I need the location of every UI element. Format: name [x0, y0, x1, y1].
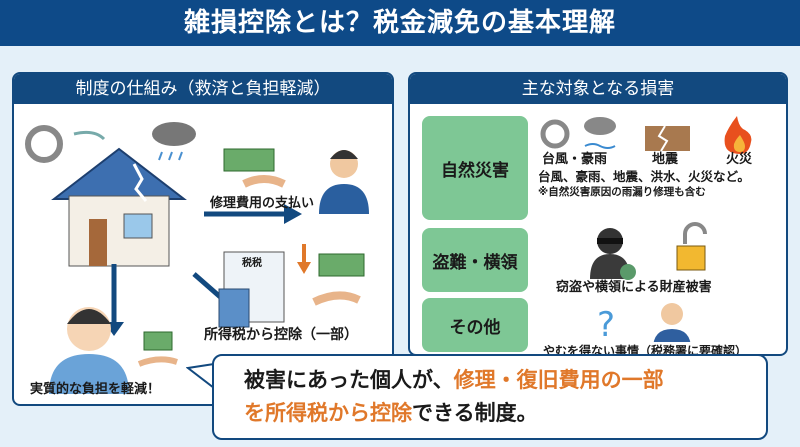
document-label: 税税	[242, 258, 262, 269]
category-theft: 盗難・横領	[422, 228, 528, 292]
contractor-icon	[319, 150, 369, 214]
earthquake-label: 地震	[652, 152, 679, 167]
deduction-label: 所得税から控除（一部）	[204, 327, 358, 343]
natural-disaster-note: ※自然災害原因の雨漏り修理も含む	[538, 186, 706, 198]
mechanism-panel-header: 制度の仕組み（救済と負担軽減）	[14, 74, 392, 104]
rain-cloud-icon	[152, 122, 196, 161]
money-hand-icon	[312, 253, 365, 306]
relieved-person-icon	[49, 307, 129, 394]
down-arrow-icon	[297, 262, 311, 274]
damage-types-header: 主な対象となる損害	[410, 74, 786, 104]
money-hand-icon	[223, 148, 286, 188]
page-title: 雑損控除とは？税金減免の基本理解	[0, 0, 800, 46]
callout-text: 被害にあった個人が、	[244, 368, 454, 392]
typhoon-icon	[540, 119, 570, 149]
summary-callout: 被害にあった個人が、修理・復旧費用の一部 を所得税から控除できる制度。	[212, 354, 768, 440]
question-mark-icon: ?	[597, 305, 615, 345]
fire-icon	[724, 116, 752, 154]
category-other: その他	[422, 298, 528, 352]
arrow-icon	[284, 204, 302, 224]
category-natural-disaster: 自然災害	[422, 116, 528, 220]
mechanism-panel: 制度の仕組み（救済と負担軽減） 修理費用の支払い 税税 所得税から控除（一部） …	[12, 72, 394, 406]
theft-desc: 窃盗や横領による財産被害	[556, 280, 712, 295]
callout-highlight: を所得税から控除	[244, 401, 412, 425]
damage-icons: ?	[540, 116, 752, 349]
thief-icon	[590, 228, 636, 280]
fire-label: 火災	[726, 152, 753, 167]
heavy-rain-icon	[584, 117, 616, 149]
callout-highlight: 修理・復旧費用の一部	[453, 368, 664, 392]
broken-lock-icon	[676, 222, 707, 271]
storm-icon	[25, 125, 106, 163]
earthquake-icon	[645, 125, 690, 152]
relief-label: 実質的な負担を軽減！	[30, 382, 161, 397]
tax-document-icon	[218, 251, 285, 328]
natural-disaster-desc: 台風、豪雨、地震、洪水、火災など。	[538, 169, 750, 184]
damage-types-panel: 主な対象となる損害 自然災害 盗難・横領 その他 ? 台風・豪雨 地震 火災 台…	[408, 72, 788, 356]
typhoon-rain-label: 台風・豪雨	[542, 152, 608, 167]
callout-pointer	[186, 363, 215, 389]
callout-text: できる制度。	[412, 401, 538, 425]
payment-label: 修理費用の支払い	[210, 196, 315, 211]
svg-text:?: ?	[597, 305, 615, 345]
damaged-house-icon	[51, 147, 187, 267]
money-hand-icon	[137, 331, 178, 367]
mechanism-illustration	[25, 122, 369, 394]
